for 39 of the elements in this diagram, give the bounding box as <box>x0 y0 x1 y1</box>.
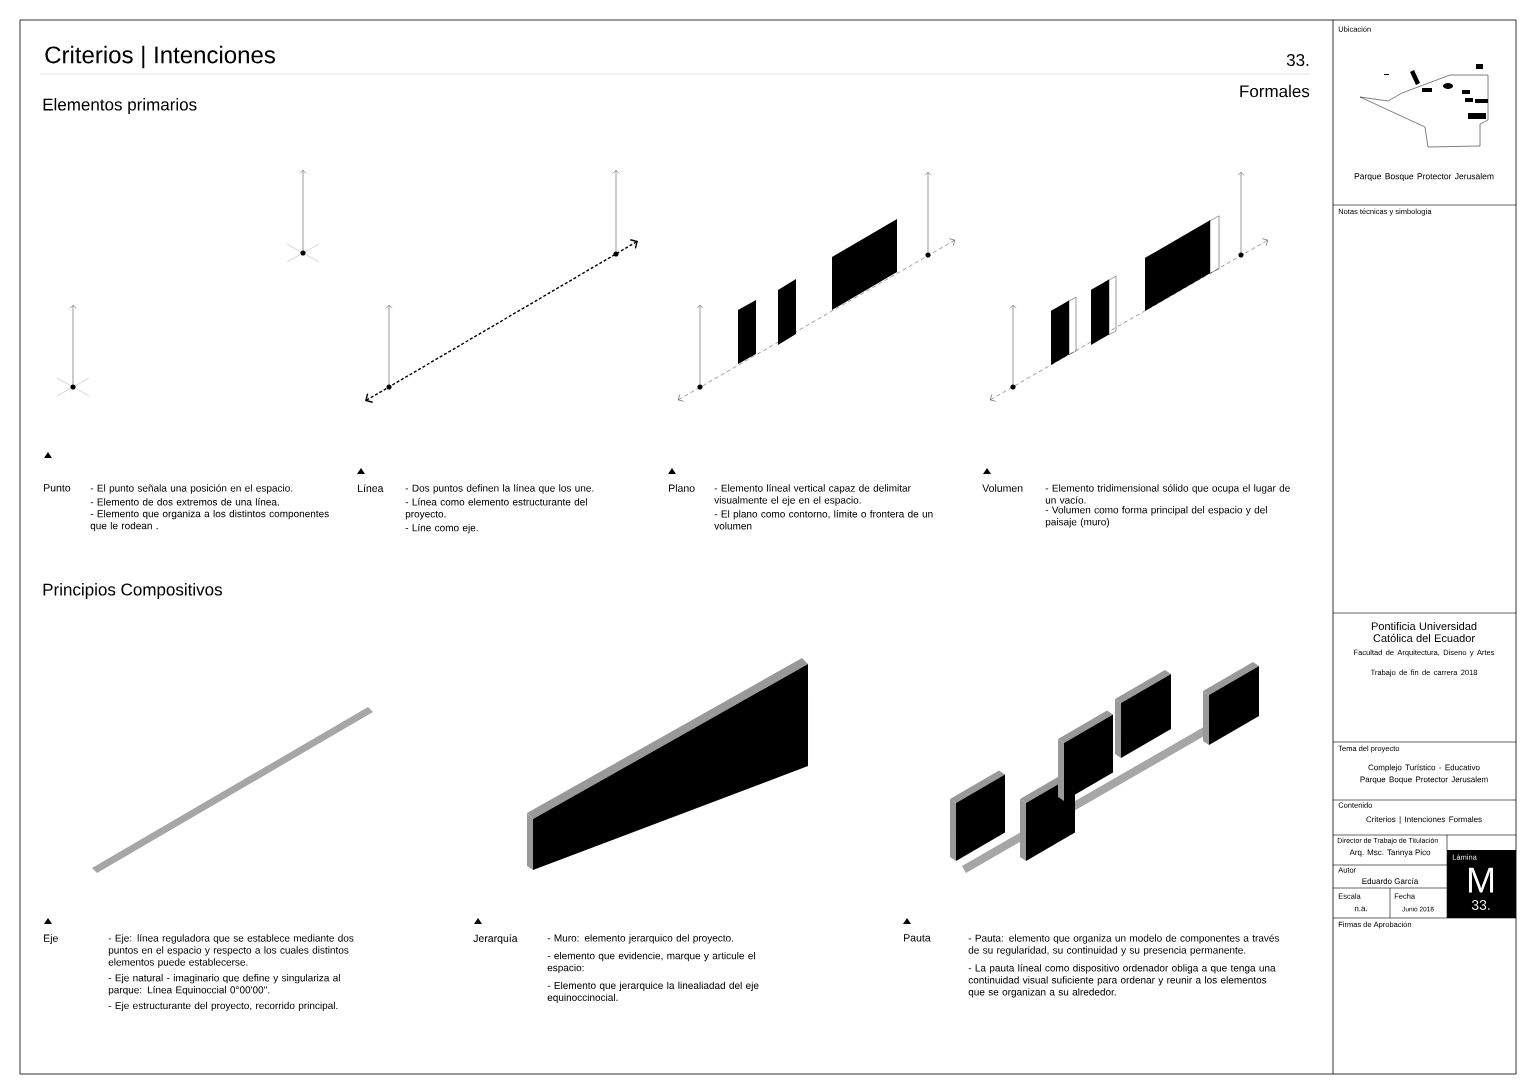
bullet-text: - Volumen como forma principal del espacio y del paisaje (muro) <box>1045 506 1267 528</box>
element-term: Jerarquía <box>473 934 518 945</box>
bullet-text: - Eje natural - imaginario que define y singulariza al parque: Línea Equinoccial 0°00'00''. <box>108 974 340 996</box>
page-number: 33. <box>1286 54 1309 67</box>
bullet-text: - Líne como eje. <box>405 523 478 534</box>
element-term: Punto <box>44 484 71 492</box>
section-heading: Elementos primarios <box>43 98 197 114</box>
bullet-text: - Dos puntos definen la línea que los une. <box>405 484 594 494</box>
element-term: Volumen <box>982 484 1023 492</box>
content-name: Criterios | Intenciones Formales <box>1366 816 1482 824</box>
section-heading: Principios Compositivos <box>43 583 222 599</box>
bullet-text: - Muro: elemento jerarquico del proyecto. <box>547 934 733 944</box>
bullet-text: - elemento que evidencie, marque y articule el espacio: <box>547 951 755 974</box>
element-term: Plano <box>669 484 695 492</box>
project-name: Complejo Turístico - Educativo Parque Boque Protector Jerusalem <box>1360 764 1488 784</box>
element-term: Eje <box>44 934 58 944</box>
field-value: Arq. Msc. Tannya Pico <box>1349 849 1431 857</box>
title: Criterios | Intenciones <box>45 45 275 69</box>
place-name: Parque Bosque Protector Jerusalem <box>1354 173 1494 181</box>
sheet-letter: M <box>1468 867 1494 893</box>
university-name: Pontificia Universidad Católica del Ecuador <box>1371 621 1477 643</box>
bullet-text: - Elemento que jerarquice la linealiadad del eje equinoccinocial. <box>547 981 759 1003</box>
bullet-text: - La pauta líneal como dispositivo ordenador obliga a que tenga una continuidad visual suficiente para ordenar y reunir a los elementos que se organizan a su alrededor. <box>968 964 1276 998</box>
bullet-text: - Elemento líneal vertical capaz de delimitar visualmente el eje en el espacio. <box>714 484 911 506</box>
bullet-text: - El punto señala una posición en el espacio. <box>90 484 293 494</box>
bullet-text: - Elemento de dos extremos de una línea. <box>90 498 279 506</box>
element-term: Pauta <box>904 934 931 942</box>
bullet-text: - Eje: línea reguladora que se establece mediante dos puntos en el espacio y respecto a los cuales distintos elementos puede establecerse. <box>108 934 354 968</box>
bullet-text: - Línea como elemento estructurante del proyecto. <box>405 498 587 520</box>
subtitle: Formales <box>1240 84 1310 98</box>
element-term: Línea <box>358 484 384 493</box>
field-value: n.a. <box>1354 906 1367 912</box>
bullet-text: - Elemento que organiza a los distintos componentes que le rodean . <box>90 509 329 532</box>
bullet-text: - Pauta: elemento que organiza un modelo de componentes a través de su regularidad, su continuidad y su presencia permanente. <box>968 934 1280 956</box>
bullet-text: - El plano como contorno, límite o frontera de un volumen <box>714 510 933 530</box>
bullet-text: - Eje estructurante del proyecto, recorrido principal. <box>108 1001 338 1012</box>
bullet-text: - Elemento tridimensional sólido que ocupa el lugar de un vacío. <box>1045 484 1290 504</box>
field-value: Eduardo García <box>1362 878 1419 884</box>
sheet-number: 33. <box>1471 900 1490 910</box>
